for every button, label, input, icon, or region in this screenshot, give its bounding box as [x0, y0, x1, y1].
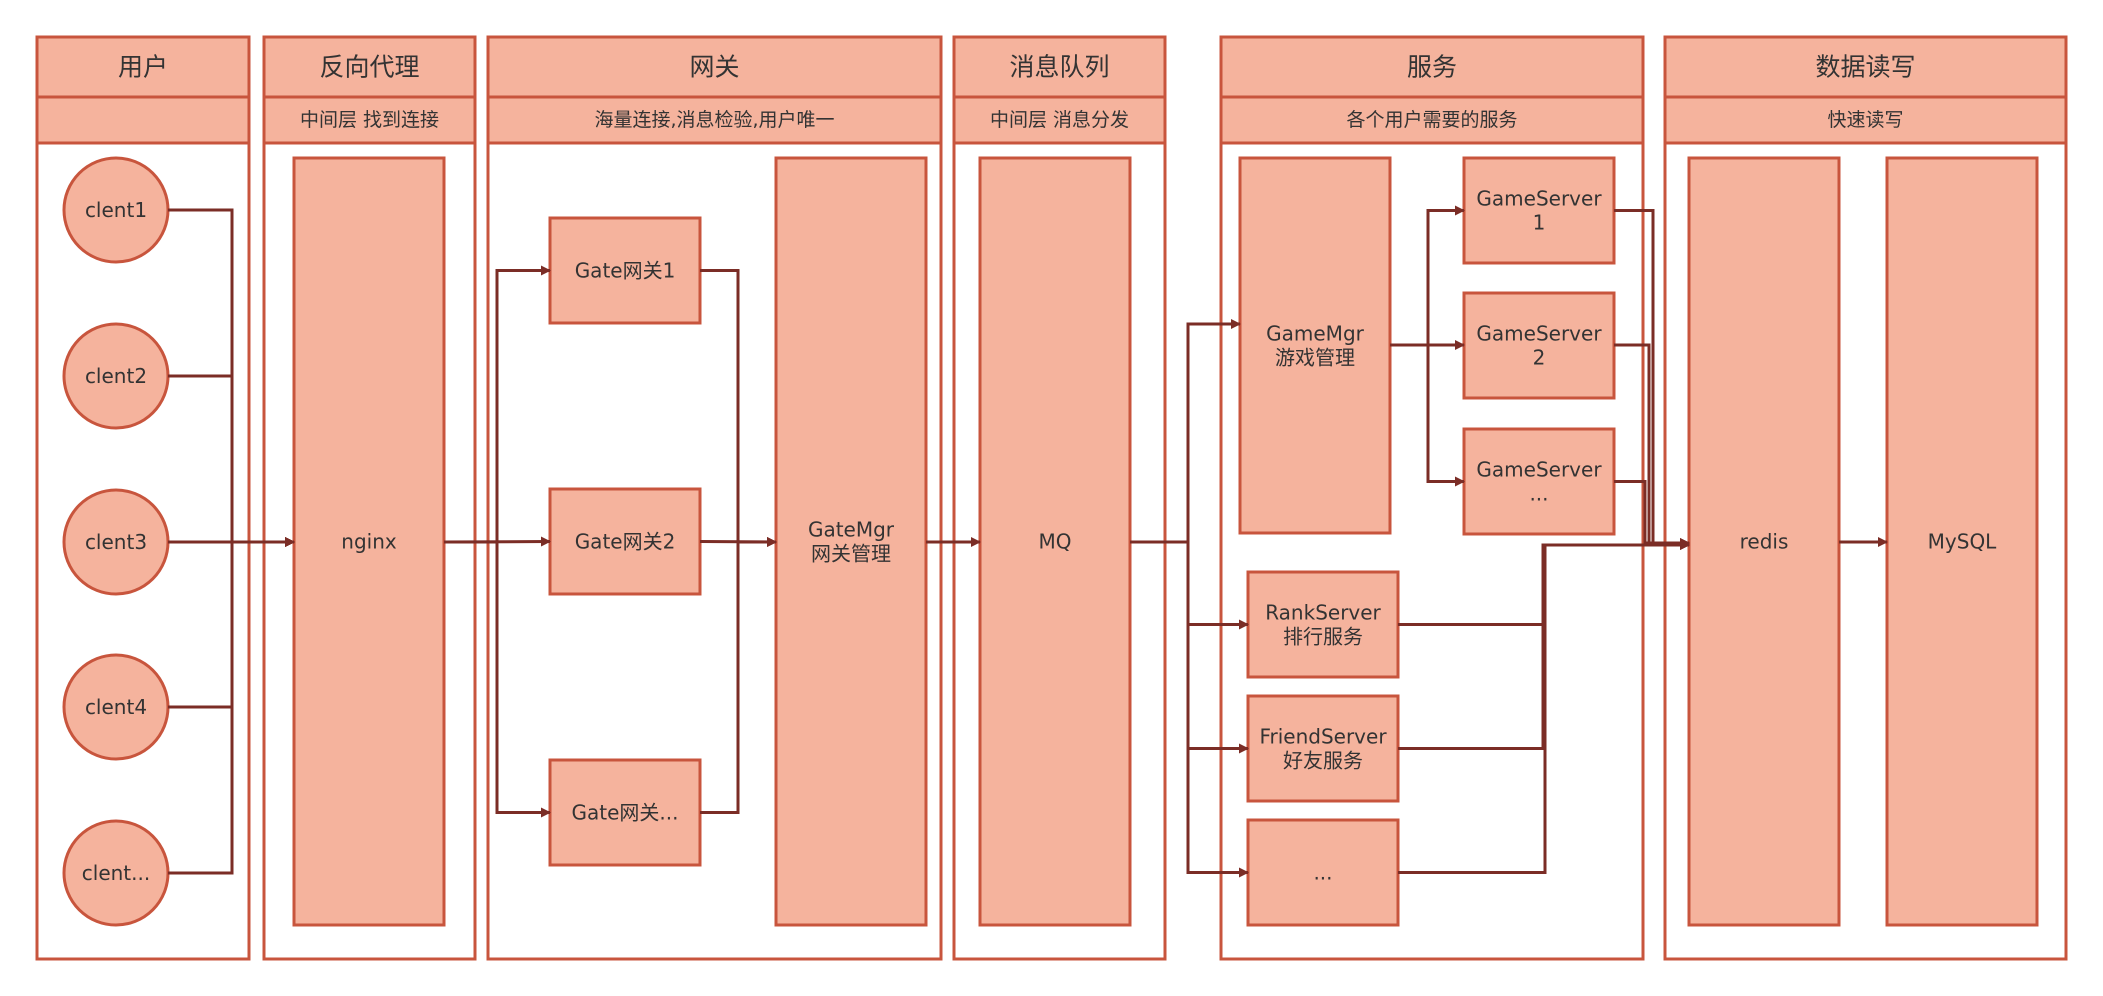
node-etc: ...	[1246, 818, 1400, 927]
node-label: 网关管理	[811, 542, 891, 566]
node-mq: MQ	[978, 156, 1132, 927]
node-label: FriendServer	[1259, 725, 1387, 749]
node-c5: clent...	[62, 819, 170, 927]
node-box	[548, 758, 702, 867]
node-label: 1	[1533, 211, 1546, 235]
node-label: clent4	[85, 695, 147, 719]
node-c4: clent4	[62, 653, 170, 761]
node-label: MQ	[1039, 530, 1072, 554]
node-label: Gate网关...	[572, 801, 679, 825]
node-box	[774, 156, 928, 927]
node-g1: Gate网关1	[548, 216, 702, 325]
lane-title: 数据读写	[1815, 53, 1915, 82]
node-g3: Gate网关...	[548, 758, 702, 867]
node-label: MySQL	[1928, 530, 1998, 554]
node-box	[1462, 291, 1616, 400]
node-label: clent1	[85, 198, 147, 222]
node-box	[1246, 694, 1400, 803]
node-box	[1246, 818, 1400, 927]
node-c3: clent3	[62, 488, 170, 596]
node-label: clent3	[85, 530, 147, 554]
node-label: 游戏管理	[1275, 346, 1355, 370]
lane-subheader	[1663, 95, 2068, 145]
node-box	[1246, 570, 1400, 679]
node-redis: redis	[1687, 156, 1841, 927]
node-label: clent2	[85, 364, 147, 388]
lane-subtitle: 中间层 消息分发	[990, 109, 1129, 131]
node-label: Gate网关2	[575, 530, 676, 554]
node-label: ...	[1529, 482, 1548, 506]
node-box	[1885, 156, 2039, 927]
node-label: 排行服务	[1283, 625, 1363, 649]
node-mysql: MySQL	[1885, 156, 2039, 927]
lane-title: 网关	[689, 53, 739, 82]
lane-subtitle: 各个用户需要的服务	[1346, 109, 1517, 131]
node-box	[978, 156, 1132, 927]
lane-subheader	[262, 95, 477, 145]
edge-gamemgr-to-gs3	[1390, 343, 1465, 487]
node-label: 2	[1533, 346, 1546, 370]
node-c2: clent2	[62, 322, 170, 430]
node-label: GameServer	[1476, 458, 1602, 482]
node-label: GateMgr	[808, 518, 895, 542]
lane-title: 用户	[118, 53, 168, 82]
edge-nginx-to-g3	[444, 540, 551, 818]
lane-title: 消息队列	[1009, 53, 1109, 82]
edge-g3-to-gmgr	[700, 537, 777, 814]
node-label: clent...	[82, 861, 150, 885]
lane-subtitle: 海量连接,消息检验,用户唯一	[594, 109, 834, 131]
lane-subheader	[952, 95, 1167, 145]
node-gs3: GameServer...	[1462, 427, 1616, 536]
lane-header	[1663, 35, 2068, 99]
edge-mq-to-etc	[1130, 540, 1249, 878]
node-g2: Gate网关2	[548, 487, 702, 596]
node-label: Gate网关1	[575, 259, 676, 283]
lane-subtitle: 中间层 找到连接	[300, 109, 439, 131]
node-label: GameServer	[1476, 322, 1602, 346]
lane-subheader	[35, 95, 251, 145]
lane-title: 反向代理	[319, 53, 419, 82]
edge-c5-to-nginx	[168, 537, 295, 875]
node-box	[1238, 156, 1392, 535]
edge-gs3-to-redis	[1614, 480, 1690, 548]
lane-subheader	[486, 95, 943, 145]
node-box	[1687, 156, 1841, 927]
node-label: ...	[1313, 861, 1332, 885]
lane-header	[486, 35, 943, 99]
node-label: GameServer	[1476, 187, 1602, 211]
node-label: 好友服务	[1283, 749, 1363, 773]
node-c1: clent1	[62, 156, 170, 264]
lane-subtitle: 快速读写	[1827, 109, 1903, 131]
node-label: redis	[1740, 530, 1789, 554]
lane-header	[1219, 35, 1645, 99]
node-label: nginx	[341, 530, 397, 554]
node-nginx: nginx	[292, 156, 446, 927]
node-label: GameMgr	[1266, 322, 1364, 346]
node-label: RankServer	[1265, 601, 1381, 625]
lane-title: 服务	[1407, 53, 1457, 82]
lane-subheader	[1219, 95, 1645, 145]
edge-etc-to-redis	[1398, 540, 1690, 874]
lane-header	[35, 35, 251, 99]
